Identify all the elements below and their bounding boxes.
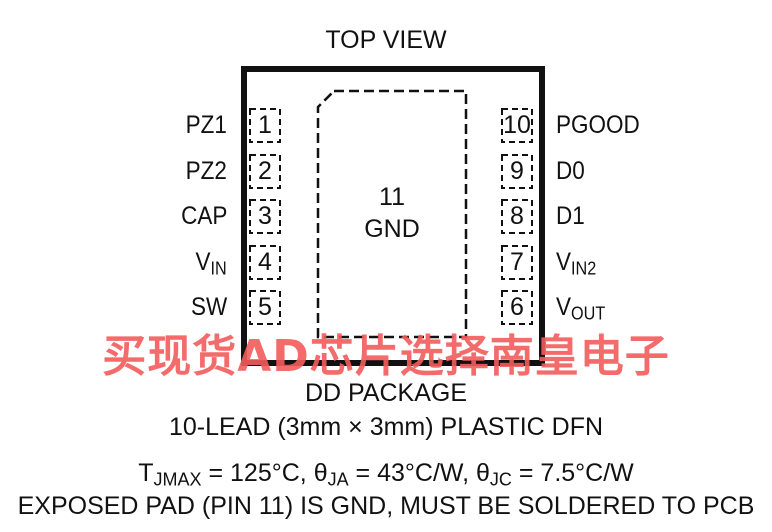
pin-pad-4 (249, 245, 281, 280)
pin-number-5: 5 (258, 293, 272, 321)
exposed-pad-label: GND (364, 215, 420, 243)
pin-label-d0: D0 (556, 157, 585, 185)
pin-number-8: 8 (510, 202, 524, 230)
pin-pad-2 (249, 154, 281, 189)
pin-label-pz1: PZ1 (185, 111, 227, 139)
pin-number-9: 9 (510, 157, 524, 185)
pin-pad-1 (249, 108, 281, 143)
thermal-specs: TJMAX = 125°C, θJA = 43°C/W, θJC = 7.5°C… (138, 459, 634, 490)
pin-number-1: 1 (258, 111, 272, 139)
pin-label-vin2: VIN2 (556, 248, 597, 279)
pin-number-7: 7 (510, 248, 524, 276)
pin-label-pgood: PGOOD (556, 111, 640, 139)
pin-label-vin: VIN (195, 248, 227, 279)
watermark-text: 买现货AD芯片选择南皇电子 (102, 331, 670, 382)
pin-number-10: 10 (503, 111, 531, 139)
pin-label-cap: CAP (180, 202, 227, 230)
pin-number-3: 3 (258, 202, 272, 230)
package-description: 10-LEAD (3mm × 3mm) PLASTIC DFN (168, 413, 604, 441)
pin-number-2: 2 (258, 157, 272, 185)
pin-pad-9 (501, 154, 533, 189)
top-view-title: TOP VIEW (325, 26, 447, 54)
package-name: DD PACKAGE (304, 379, 468, 407)
pin-label-vout: VOUT (556, 293, 606, 324)
pin-number-6: 6 (510, 293, 524, 321)
exposed-pad-note: EXPOSED PAD (PIN 11) IS GND, MUST BE SOL… (17, 492, 755, 520)
pin-pad-10 (501, 108, 533, 143)
pin-pad-5 (249, 290, 281, 325)
pin-number-4: 4 (258, 248, 272, 276)
pin-pad-3 (249, 199, 281, 234)
pin-label-sw: SW (190, 293, 227, 321)
package-outline (241, 66, 545, 366)
pin-pad-7 (501, 245, 533, 280)
pin-pad-6 (501, 290, 533, 325)
exposed-pad-number: 11 (379, 183, 405, 211)
pin-label-d1: D1 (556, 202, 585, 230)
pin-pad-8 (501, 199, 533, 234)
pin-label-pz2: PZ2 (185, 157, 227, 185)
